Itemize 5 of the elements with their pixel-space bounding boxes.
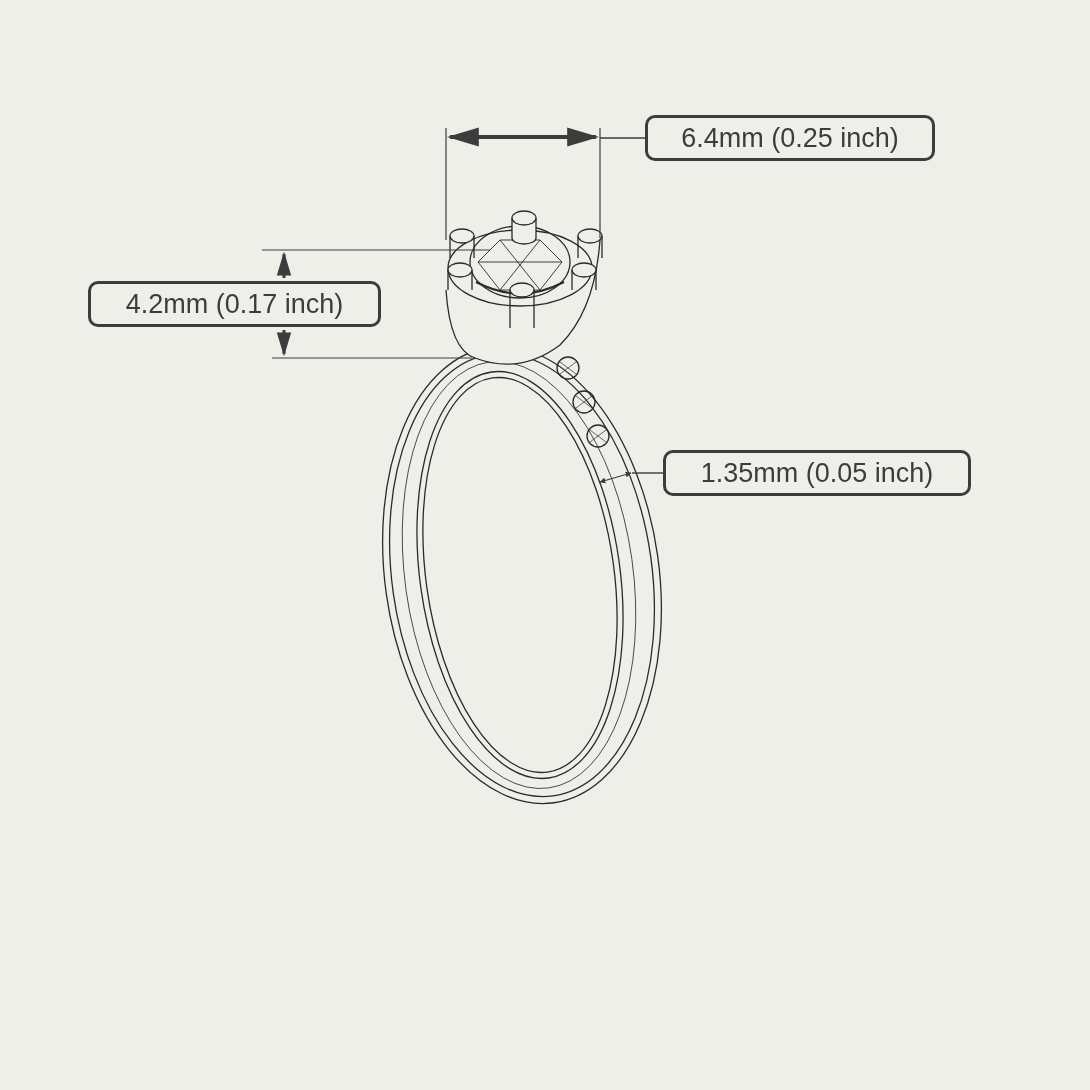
dimension-label: 6.4mm (0.25 inch) [645,115,935,161]
leader-line [600,136,646,139]
leader-line [631,472,664,474]
dimension-label: 4.2mm (0.17 inch) [88,281,381,327]
dimension-label: 1.35mm (0.05 inch) [663,450,971,496]
